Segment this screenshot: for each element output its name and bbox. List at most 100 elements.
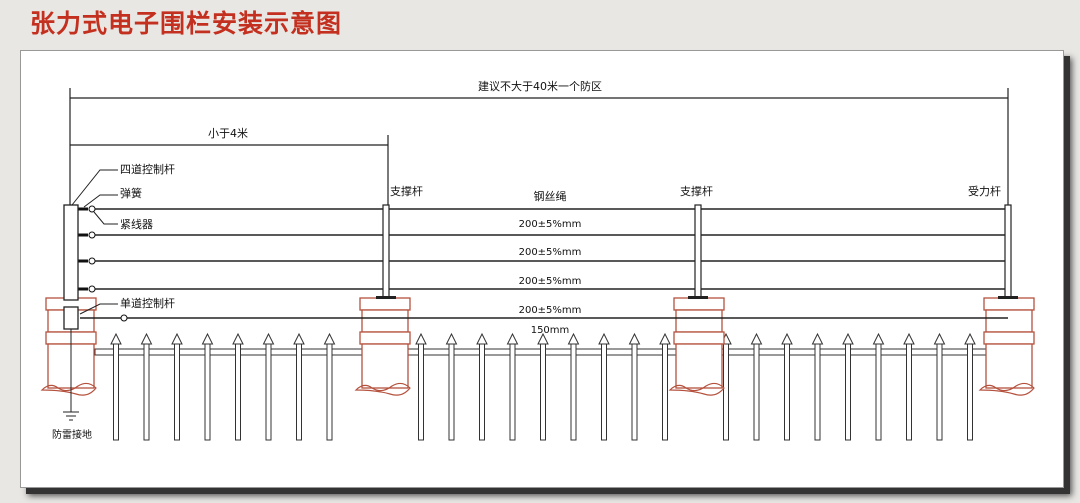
leader-line (93, 211, 118, 225)
four-way-post-label: 四道控制杆 (120, 162, 175, 176)
picket-arrow-icon (140, 332, 153, 345)
spring-label: 弹簧 (120, 186, 142, 200)
post-base-body (985, 309, 1033, 333)
fence-picket (509, 342, 516, 441)
post-base-body (675, 309, 723, 333)
fence-picket (784, 342, 790, 441)
fence-picket (753, 342, 760, 441)
fence-picket (631, 342, 638, 441)
leader-line (83, 194, 118, 208)
picket-arrow-icon (537, 332, 549, 345)
fence-picket (479, 342, 485, 441)
bottom-gap-label: 150mm (531, 325, 570, 336)
tensioner-icon (120, 314, 128, 322)
tensioner-icon (88, 231, 96, 239)
picket-arrow-icon (201, 332, 214, 345)
post-base-ring (359, 331, 411, 345)
fence-picket (418, 342, 424, 441)
single-post-label: 单道控制杆 (120, 296, 175, 310)
picket-arrow-icon (476, 332, 488, 345)
support-post (1004, 204, 1012, 299)
support-post-label-1: 支撑杆 (390, 184, 423, 198)
ground-soil (40, 382, 97, 396)
leader-line (79, 303, 118, 315)
picket-arrow-icon (933, 332, 946, 345)
spacing-label: 小于4米 (208, 127, 248, 140)
picket-arrow-icon (903, 332, 915, 345)
wire-gap-label-1: 200±5%mm (519, 219, 582, 230)
picket-arrow-icon (781, 332, 793, 345)
post-base-ring (983, 331, 1035, 345)
ground-soil (978, 382, 1035, 396)
tensioner-icon (88, 285, 96, 293)
dimension-lines (69, 88, 1009, 205)
fence-picket (448, 342, 455, 441)
fence-picket (936, 342, 943, 441)
wire-gap-label-4: 200±5%mm (519, 305, 582, 316)
picket-arrow-icon (262, 332, 275, 345)
post-base-cap (673, 297, 725, 311)
steel-wire-label: 钢丝绳 (534, 189, 567, 203)
fence-picket (265, 342, 272, 441)
ground-icon (63, 411, 79, 421)
fence-picket (906, 342, 912, 441)
fence-picket (723, 342, 729, 441)
post-base-cap (983, 297, 1035, 311)
force-post-label: 受力杆 (968, 184, 1001, 198)
fence-picket (296, 342, 302, 441)
fence-picket (814, 342, 821, 441)
fence-pickets (94, 332, 996, 441)
post-base-footing (675, 343, 723, 389)
picket-arrow-icon (415, 332, 427, 345)
fence-picket (570, 342, 577, 441)
fence-picket (113, 342, 119, 441)
support-post (382, 204, 390, 299)
single-control-post (63, 306, 79, 330)
fence-picket (143, 342, 150, 441)
tensioner-icon (88, 205, 96, 213)
picket-arrow-icon (872, 332, 885, 345)
picket-arrow-icon (598, 332, 610, 345)
picket-arrow-icon (628, 332, 641, 345)
fence-picket (235, 342, 241, 441)
fence-picket (662, 342, 668, 441)
support-post-label-2: 支撑杆 (680, 184, 713, 198)
diagram-title: 张力式电子围栏安装示意图 (30, 9, 343, 38)
wire-gap-label-2: 200±5%mm (519, 247, 582, 258)
picket-arrow-icon (110, 332, 122, 345)
ground-soil (354, 382, 411, 396)
post-base-footing (361, 343, 409, 389)
wire-gap-label-3: 200±5%mm (519, 276, 582, 287)
fence-picket (845, 342, 851, 441)
fence-picket (601, 342, 607, 441)
steel-wires (63, 169, 1018, 421)
post-base-ring (673, 331, 725, 345)
picket-arrow-icon (964, 332, 976, 345)
picket-arrow-icon (659, 332, 671, 345)
picket-arrow-icon (842, 332, 854, 345)
post-plate (998, 296, 1018, 299)
picket-arrow-icon (750, 332, 763, 345)
picket-arrow-icon (506, 332, 519, 345)
support-post (694, 204, 702, 299)
tensioner-icon (88, 257, 96, 265)
fence-picket (875, 342, 882, 441)
picket-arrow-icon (232, 332, 244, 345)
fence-picket (174, 342, 180, 441)
picket-arrow-icon (171, 332, 183, 345)
post-bases (40, 297, 1035, 396)
four-way-control-post (63, 204, 79, 301)
fence-picket (540, 342, 546, 441)
picket-arrow-icon (567, 332, 580, 345)
post-plate (376, 296, 396, 299)
leader-line (71, 169, 118, 206)
picket-arrow-icon (445, 332, 458, 345)
fence-picket (967, 342, 973, 441)
post-base-cap (359, 297, 411, 311)
picket-arrow-icon (293, 332, 305, 345)
post-plate (688, 296, 708, 299)
zone-length-label: 建议不大于40米一个防区 (478, 79, 602, 93)
picket-arrow-icon (811, 332, 824, 345)
ground-soil (668, 382, 725, 396)
